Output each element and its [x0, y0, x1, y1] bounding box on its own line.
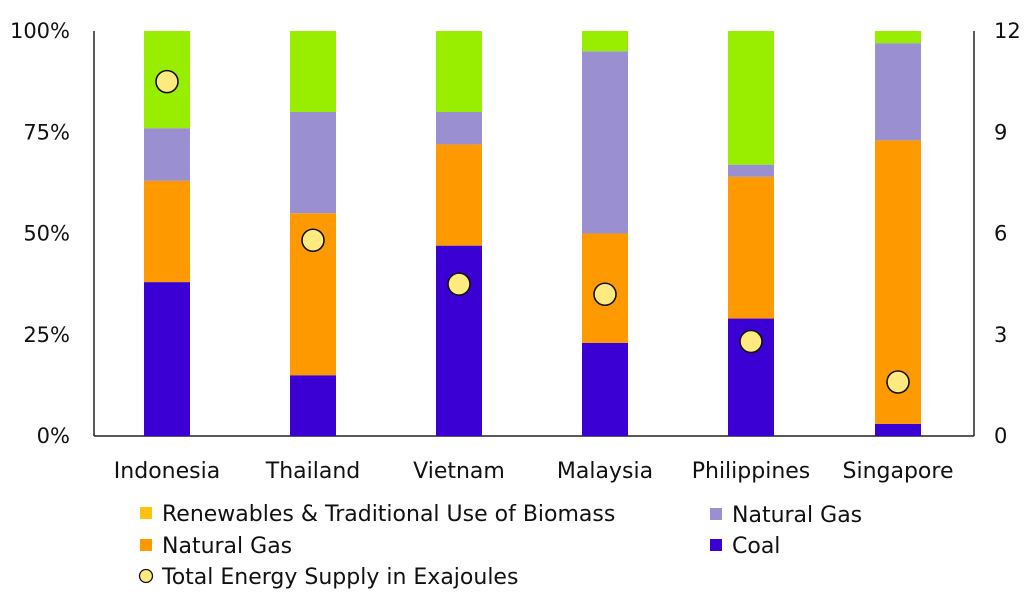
left-tick-label: 50% [23, 222, 70, 246]
left-tick-label: 0% [37, 424, 70, 448]
left-tick-label: 100% [10, 19, 70, 43]
bar-segment-renewables-traditional-use-of-biomass [875, 31, 921, 44]
legend-swatch [140, 507, 152, 519]
left-tick-label: 75% [23, 120, 70, 144]
legend-label: Renewables & Traditional Use of Biomass [162, 502, 615, 527]
energy-supply-marker [301, 228, 325, 253]
legend-swatch [140, 539, 152, 551]
bar-segment-renewables-traditional-use-of-biomass [436, 31, 482, 112]
legend-swatch [710, 539, 722, 551]
category-label: Thailand [265, 459, 360, 484]
bar-segment-natural-gas [436, 112, 482, 145]
right-tick-label: 0 [994, 424, 1007, 448]
right-tick-label: 12 [994, 19, 1021, 43]
legend-swatch [138, 568, 154, 584]
bar-segment-renewables-traditional-use-of-biomass [582, 31, 628, 52]
bar-segment-coal [582, 342, 628, 436]
legend-label: Natural Gas [162, 534, 292, 559]
legend-label: Natural Gas [732, 503, 862, 528]
right-tick-label: 6 [994, 222, 1007, 246]
bar-segment-natural-gas [144, 180, 190, 283]
bar-segment-natural-gas [144, 128, 190, 181]
chart-axes [93, 31, 975, 437]
category-label: Vietnam [413, 459, 505, 484]
category-label: Indonesia [114, 459, 220, 484]
bar-segment-natural-gas [875, 43, 921, 141]
bar-segment-coal [875, 423, 921, 436]
energy-supply-marker [447, 272, 471, 296]
bar-segment-natural-gas [582, 51, 628, 234]
chart-bars [144, 31, 921, 436]
legend-swatch [710, 508, 722, 520]
category-label: Malaysia [557, 459, 653, 484]
energy-supply-marker [886, 370, 910, 394]
bar-segment-natural-gas [436, 144, 482, 246]
bar-segment-natural-gas [728, 176, 774, 319]
category-label: Philippines [692, 459, 811, 484]
bar-segment-natural-gas [290, 112, 336, 214]
legend-label: Total Energy Supply in Exajoules [161, 565, 518, 590]
energy-supply-marker [593, 282, 617, 307]
bar-segment-coal [144, 282, 190, 436]
bar-segment-renewables-traditional-use-of-biomass [728, 31, 774, 165]
legend-label: Coal [732, 534, 780, 559]
category-label: Singapore [843, 459, 954, 484]
bar-segment-renewables-traditional-use-of-biomass [290, 31, 336, 112]
right-tick-label: 9 [994, 120, 1007, 144]
chart-markers [155, 69, 910, 394]
energy-supply-marker [739, 329, 763, 354]
bar-segment-natural-gas [728, 164, 774, 177]
left-tick-label: 25% [23, 323, 70, 347]
chart-legend: Renewables & Traditional Use of BiomassN… [138, 502, 862, 590]
right-tick-label: 3 [994, 323, 1007, 347]
energy-supply-marker [155, 69, 179, 94]
bar-segment-coal [290, 375, 336, 436]
